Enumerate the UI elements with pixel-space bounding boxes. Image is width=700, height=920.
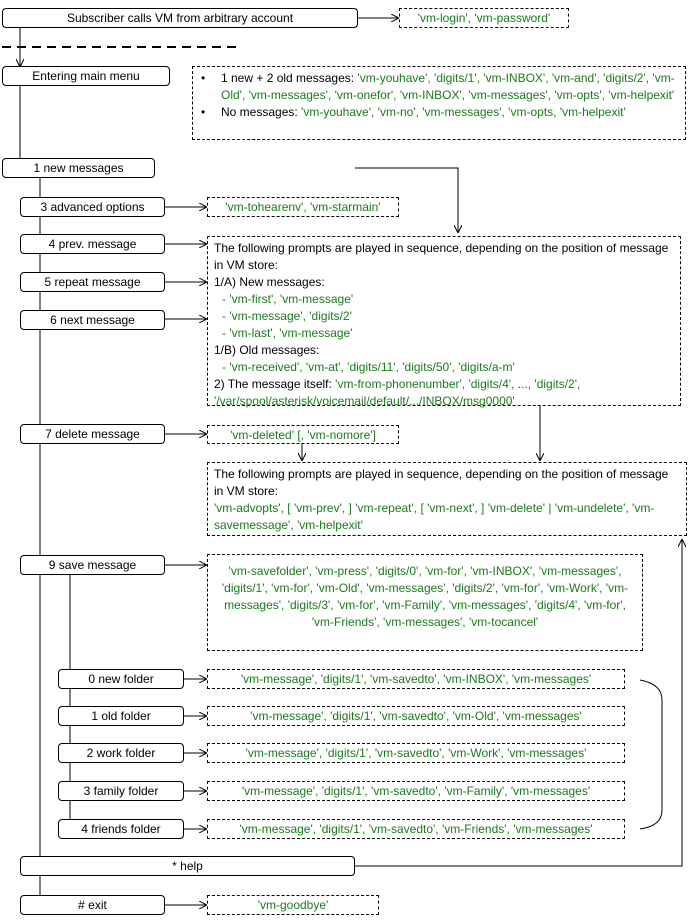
seq-1a-heading: 1/A) New messages: <box>214 275 325 289</box>
seq-2: 2) The message itself: 'vm-from-phonenum… <box>214 376 674 410</box>
seq-1a-item-2: - 'vm-message', 'digits/2' <box>222 309 352 323</box>
main-prompt-bullet-2: No messages: 'vm-youhave', 'vm-no', 'vm-… <box>199 104 679 121</box>
folder-work-label: 2 work folder <box>86 746 156 760</box>
prev-message-node: 4 prev. message <box>20 234 165 254</box>
save-folder-prompts: 'vm-savefolder', 'vm-press', 'digits/0',… <box>207 554 643 651</box>
start-label: Subscriber calls VM from arbitrary accou… <box>66 11 294 25</box>
folder-brace <box>639 679 663 830</box>
folder-family-prompt-text: 'vm-message', 'digits/1', 'vm-savedto', … <box>241 784 591 798</box>
seq-1b-item-1: - 'vm-received', 'vm-at', 'digits/11', '… <box>222 360 515 374</box>
repeat-message-label: 5 repeat message <box>44 275 141 289</box>
start-node: Subscriber calls VM from arbitrary accou… <box>2 8 358 28</box>
main-prompt-bullet-1: 1 new + 2 old messages: 'vm-youhave', 'd… <box>199 70 679 104</box>
exit-label: # exit <box>78 898 107 912</box>
prev-message-label: 4 prev. message <box>48 237 137 251</box>
seq-1a-item-1: - 'vm-first', 'vm-message' <box>222 292 354 306</box>
folder-friends-prompt-text: 'vm-message', 'digits/1', 'vm-savedto', … <box>239 822 593 836</box>
save-message-label: 9 save message <box>48 558 137 572</box>
delete-message-node: 7 delete message <box>20 424 165 444</box>
folder-family-node: 3 family folder <box>58 781 184 801</box>
advanced-prompt-text: 'vm-tohearenv', 'vm-starmain' <box>225 200 381 214</box>
folder-work-node: 2 work folder <box>58 743 184 763</box>
folder-friends-node: 4 friends folder <box>58 819 184 839</box>
login-prompt-text: 'vm-login', 'vm-password' <box>417 11 551 25</box>
bullet2-label: No messages: <box>221 105 302 119</box>
bullet1-prompts: 'vm-youhave', 'digits/1', 'vm-INBOX', 'v… <box>221 71 675 102</box>
folder-work-prompt-text: 'vm-message', 'digits/1', 'vm-savedto', … <box>245 746 587 760</box>
help-label: * help <box>172 859 203 873</box>
opts-intro: The following prompts are played in sequ… <box>214 467 669 498</box>
advanced-options-label: 3 advanced options <box>40 200 145 214</box>
new-messages-node: 1 new messages <box>2 158 155 178</box>
options-prompts: The following prompts are played in sequ… <box>207 462 687 536</box>
opts-prompt-text: 'vm-advopts', [ 'vm-prev', ] 'vm-repeat'… <box>214 501 655 532</box>
save-message-node: 9 save message <box>20 555 165 575</box>
edge-help-return <box>355 540 682 867</box>
edge-new-to-seq <box>355 167 458 232</box>
folder-old-label: 1 old folder <box>91 709 151 723</box>
new-messages-label: 1 new messages <box>33 161 124 175</box>
seq-2-label: 2) The message itself: <box>214 377 336 391</box>
folder-new-prompt-text: 'vm-message', 'digits/1', 'vm-savedto', … <box>240 672 592 686</box>
main-menu-label: Entering main menu <box>32 69 140 83</box>
deleted-prompt-text: 'vm-deleted' [, 'vm-nomore'] <box>230 427 376 442</box>
folder-old-node: 1 old folder <box>58 706 184 726</box>
next-message-label: 6 next message <box>50 313 135 327</box>
exit-node: # exit <box>20 895 165 915</box>
login-prompt: 'vm-login', 'vm-password' <box>399 8 569 28</box>
advanced-options-node: 3 advanced options <box>20 197 165 217</box>
next-message-node: 6 next message <box>20 310 165 330</box>
folder-new-prompt: 'vm-message', 'digits/1', 'vm-savedto', … <box>207 669 625 689</box>
folder-new-node: 0 new folder <box>58 669 184 689</box>
main-menu-node: Entering main menu <box>2 66 170 86</box>
seq-1b-heading: 1/B) Old messages: <box>214 343 320 357</box>
folder-family-label: 3 family folder <box>83 784 159 798</box>
main-menu-prompts: 1 new + 2 old messages: 'vm-youhave', 'd… <box>192 66 686 140</box>
advanced-prompt: 'vm-tohearenv', 'vm-starmain' <box>207 197 399 217</box>
seq-intro: The following prompts are played in sequ… <box>214 241 669 272</box>
message-sequence-prompts: The following prompts are played in sequ… <box>207 236 681 408</box>
bullet1-label: 1 new + 2 old messages: <box>221 71 358 85</box>
save-folder-prompt-text: 'vm-savefolder', 'vm-press', 'digits/0',… <box>221 564 629 629</box>
folder-new-label: 0 new folder <box>88 672 154 686</box>
folder-old-prompt-text: 'vm-message', 'digits/1', 'vm-savedto', … <box>250 709 582 723</box>
goodbye-prompt: 'vm-goodbye' <box>207 895 379 915</box>
seq-1a-item-3: - 'vm-last', 'vm-message' <box>222 326 353 340</box>
help-node: * help <box>20 856 355 876</box>
main-menu-prompt-list: 1 new + 2 old messages: 'vm-youhave', 'd… <box>193 70 679 121</box>
folder-old-prompt: 'vm-message', 'digits/1', 'vm-savedto', … <box>207 706 625 726</box>
folder-friends-prompt: 'vm-message', 'digits/1', 'vm-savedto', … <box>207 819 625 839</box>
folder-friends-label: 4 friends folder <box>81 822 161 836</box>
goodbye-prompt-text: 'vm-goodbye' <box>257 898 329 912</box>
folder-family-prompt: 'vm-message', 'digits/1', 'vm-savedto', … <box>207 781 625 801</box>
seq-2-prompts: 'vm-from-phonenumber', 'digits/4', ..., … <box>214 377 581 408</box>
folder-work-prompt: 'vm-message', 'digits/1', 'vm-savedto', … <box>207 743 625 763</box>
repeat-message-node: 5 repeat message <box>20 272 165 292</box>
deleted-prompt: 'vm-deleted' [, 'vm-nomore'] <box>207 425 399 444</box>
delete-message-label: 7 delete message <box>45 427 140 441</box>
bullet2-prompts: 'vm-youhave', 'vm-no', 'vm-messages', 'v… <box>301 105 626 119</box>
